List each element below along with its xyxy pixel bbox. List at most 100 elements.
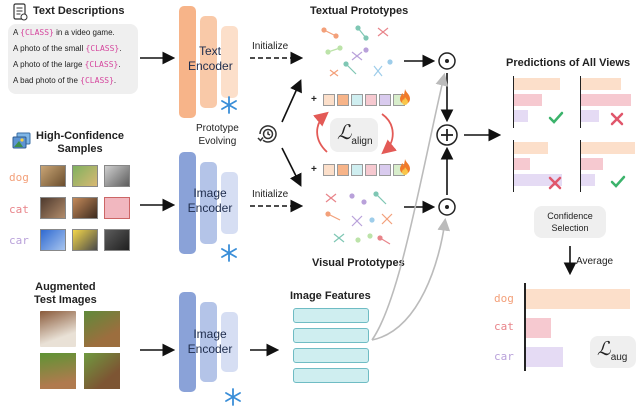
prediction-view-1: [513, 76, 576, 128]
sample-cat-3: [104, 197, 130, 219]
loss-aug-box: [590, 336, 636, 368]
average-bar-cat: [526, 318, 551, 338]
augmented-view-1: [40, 311, 76, 347]
augmented-view-2: [84, 311, 120, 347]
class-placeholder: {CLASS}: [84, 60, 119, 69]
class-label-car: car: [9, 234, 29, 247]
image-icon: [12, 132, 32, 150]
image-encoder-bottom: [178, 292, 242, 392]
loss-aug-label: ℒaug: [597, 338, 627, 363]
avg-label-car: car: [494, 350, 514, 363]
plus-operator: [436, 124, 458, 146]
augmented-line1: Augmented: [35, 281, 96, 293]
confidence-selection-line2: Selection: [551, 223, 589, 233]
confidence-selection-line1: Confidence: [547, 211, 593, 221]
high-confidence-line2: Samples: [57, 143, 103, 155]
visual-prototypes-title: Visual Prototypes: [312, 257, 405, 269]
prediction-view-3: [513, 140, 576, 192]
avg-label-cat: cat: [494, 320, 514, 333]
textual-prototype-cluster: [321, 25, 393, 77]
avg-label-dog: dog: [494, 292, 514, 305]
class-label-cat: cat: [9, 203, 29, 216]
token-top-3: [351, 94, 363, 106]
prediction-view-4: [580, 140, 640, 192]
image-feature-4: [293, 368, 369, 383]
dot-operator-top: [438, 52, 456, 70]
token-bot-5: [379, 164, 391, 176]
prompt-prefix: A photo of the small: [13, 44, 86, 53]
prototype-evolving-line1: Prototype: [196, 123, 239, 134]
dot-operator-bottom: [438, 198, 456, 216]
token-bot-4: [365, 164, 377, 176]
token-bot-3: [351, 164, 363, 176]
augmented-view-3: [40, 353, 76, 389]
fire-icon: [398, 88, 412, 106]
prompt-line: A photo of the large {CLASS}.: [13, 59, 121, 70]
loss-aug-subscript: aug: [610, 351, 628, 363]
prototype-evolving-line2: Evolving: [198, 136, 237, 147]
prompt-line: A {CLASS} in a video game.: [13, 27, 121, 38]
average-bars: [526, 283, 630, 371]
class-placeholder: {CLASS}: [20, 28, 54, 37]
prompt-suffix: .: [113, 76, 117, 85]
text-encoder: [178, 6, 242, 118]
sample-dog-3: [104, 165, 130, 187]
text-encoder-label: Text Encoder: [188, 44, 233, 73]
prompt-suffix: in a video game.: [53, 28, 115, 37]
average-axis: [524, 283, 526, 371]
predictions-title: Predictions of All Views: [506, 57, 631, 69]
loss-align-subscript: align: [351, 136, 373, 147]
snowflake-icon: [220, 96, 238, 114]
average-bar-dog: [526, 289, 630, 309]
token-top-4: [365, 94, 377, 106]
class-label-dog: dog: [9, 171, 29, 184]
token-top-5: [379, 94, 391, 106]
high-confidence-line1: High-Confidence: [36, 130, 124, 142]
prompt-suffix: .: [118, 60, 121, 69]
class-placeholder: {CLASS}: [85, 44, 120, 53]
loss-align-symbol: ℒ: [337, 120, 352, 144]
check-icon: [548, 110, 564, 126]
token-bot-1: [323, 164, 335, 176]
sample-cat-1: [40, 197, 66, 219]
average-label: Average: [576, 256, 614, 267]
augmented-line2: Test Images: [34, 294, 97, 306]
token-top-2: [337, 94, 349, 106]
snowflake-icon: [220, 244, 238, 262]
prompt-prefix: A: [13, 28, 21, 37]
cycle-clock-icon: [256, 122, 280, 146]
confidence-selection-box: Confidence Selection: [534, 206, 606, 238]
prediction-view-2: [580, 76, 640, 128]
cross-icon: [610, 112, 624, 126]
text-descriptions-title: Text Descriptions: [33, 5, 125, 17]
loss-align-box: [330, 118, 378, 152]
augmented-view-4: [84, 353, 120, 389]
document-icon: [12, 3, 28, 21]
initialize-bottom-label: Initialize: [252, 189, 289, 200]
image-feature-3: [293, 348, 369, 363]
image-encoder: [178, 152, 242, 254]
image-encoder-bottom-label: Image Encoder: [187, 327, 233, 356]
prompt-box: [8, 24, 138, 94]
sample-dog-1: [40, 165, 66, 187]
cross-icon: [548, 176, 562, 190]
image-feature-2: [293, 328, 369, 343]
high-confidence-title: High-Confidence Samples: [36, 130, 124, 156]
image-feature-1: [293, 308, 369, 323]
prompt-list: A {CLASS} in a video game. A photo of the…: [13, 27, 121, 91]
class-placeholder: {CLASS}: [80, 76, 114, 85]
prompt-suffix: .: [119, 44, 122, 53]
token-top-1: [323, 94, 335, 106]
prompt-prefix: A photo of the large: [13, 60, 85, 69]
prototype-evolving-label: Prototype Evolving: [196, 122, 239, 148]
sample-car-3: [104, 229, 130, 251]
loss-align-label: ℒalign: [337, 120, 373, 147]
sample-dog-2: [72, 165, 98, 187]
sample-car-2: [72, 229, 98, 251]
visual-prototype-cluster: [325, 191, 393, 245]
prompt-line: A bad photo of the {CLASS}.: [13, 75, 121, 86]
sample-cat-2: [72, 197, 98, 219]
image-encoder-label: Image Encoder: [187, 186, 233, 215]
prompt-prefix: A bad photo of the: [13, 76, 81, 85]
